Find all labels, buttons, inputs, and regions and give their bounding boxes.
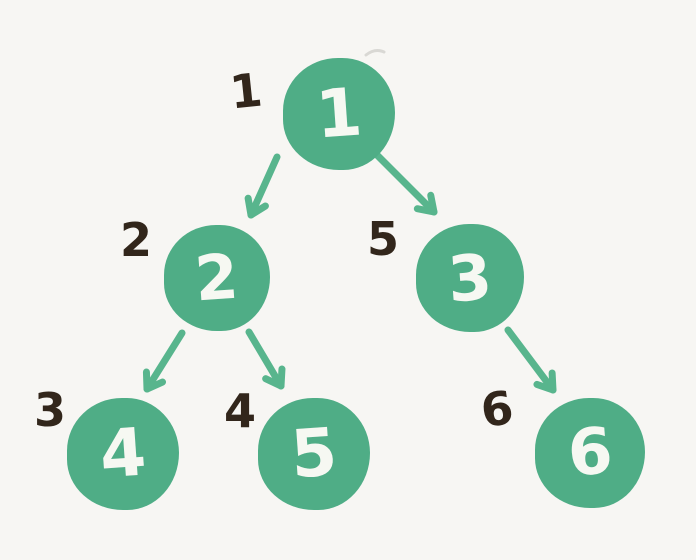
arrowhead-icon: [533, 369, 557, 394]
node-value: 5: [288, 413, 340, 494]
node-value: 4: [97, 413, 149, 494]
node-value: 3: [445, 240, 495, 316]
traversal-order-label-node-1: 1: [227, 62, 265, 120]
node-value: 6: [565, 414, 615, 492]
node-value: 1: [313, 73, 365, 154]
tree-node-4: 4: [67, 398, 179, 510]
tree-node-6: 6: [535, 398, 645, 508]
traversal-order-label-node-3: 5: [366, 212, 400, 266]
tree-node-5: 5: [258, 398, 370, 510]
arrowhead-icon: [262, 365, 286, 390]
traversal-order-label-node-6: 6: [477, 380, 517, 438]
edge-arrow-2-to-5: [245, 328, 286, 390]
edge-arrow-1-to-3: [372, 150, 438, 216]
edge-arrow-1-to-2: [244, 153, 281, 219]
arrowhead-icon: [244, 194, 269, 219]
tree-node-2: 2: [164, 225, 270, 331]
edge-arrow-2-to-4: [142, 329, 186, 393]
arrowhead-icon: [142, 368, 167, 393]
node-value: 2: [192, 239, 242, 316]
stray-pencil-mark: [364, 49, 386, 57]
arrowhead-icon: [413, 191, 438, 216]
traversal-order-label-node-4: 3: [33, 383, 67, 437]
traversal-order-label-node-5: 4: [223, 384, 257, 438]
tree-node-1: 1: [283, 58, 395, 170]
edge-arrow-3-to-6: [504, 326, 557, 394]
traversal-order-label-node-2: 2: [119, 213, 153, 267]
tree-node-3: 3: [416, 224, 524, 332]
